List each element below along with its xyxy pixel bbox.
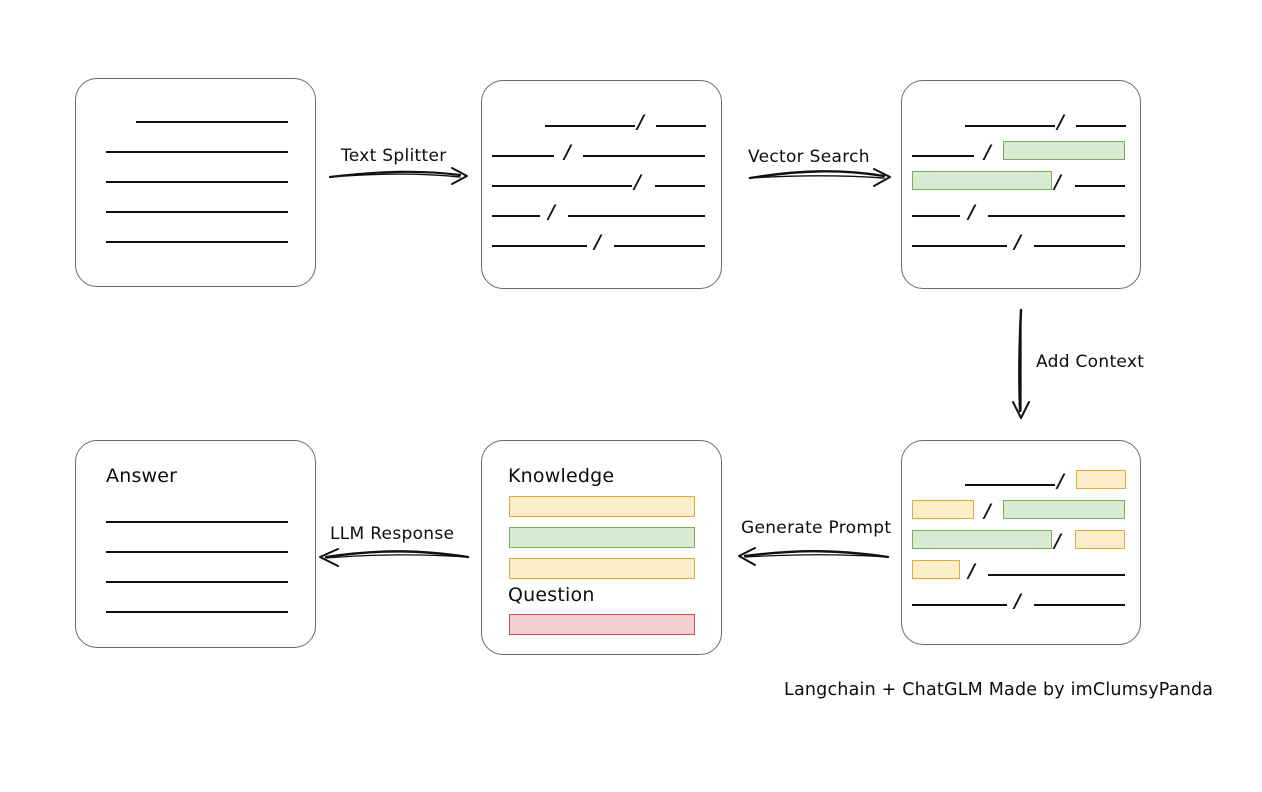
knowledge-bar-yellow [509,558,695,579]
text-line [1034,604,1125,606]
prompt-box-node[interactable]: Knowledge Question [481,440,722,655]
text-line [1034,245,1125,247]
separator-slash: / [634,171,641,193]
text-line [106,551,288,553]
arrow-vector-search [748,168,891,187]
edge-label-vector-search: Vector Search [748,147,870,167]
arrow-generate-prompt [738,547,890,566]
highlight-chip-yellow [912,500,974,519]
highlight-chip-yellow [912,560,960,579]
highlight-chip-green [912,171,1052,190]
text-line [106,241,288,243]
text-line [583,155,705,157]
question-label: Question [508,584,595,606]
text-line [655,185,705,187]
text-line [656,125,706,127]
text-line [492,155,554,157]
separator-slash: / [1057,111,1064,133]
separator-slash: / [548,201,555,223]
text-line [106,611,288,613]
text-line [545,125,635,127]
edge-label-llm-response: LLM Response [330,524,455,544]
split-document-node[interactable]: / / / / / [481,80,722,289]
knowledge-bar-yellow [509,496,695,517]
text-line [912,215,960,217]
separator-slash: / [1014,590,1021,612]
text-line [106,581,288,583]
text-line [912,245,1007,247]
separator-slash: / [968,560,975,582]
text-line [1076,125,1126,127]
text-line [568,215,705,217]
highlight-chip-yellow [1076,470,1126,489]
footer-credit: Langchain + ChatGLM Made by imClumsyPand… [784,680,1214,700]
highlight-chip-green [1003,141,1125,160]
answer-title: Answer [106,465,178,487]
arrow-text-splitter [328,167,468,185]
text-line [912,155,974,157]
separator-slash: / [984,500,991,522]
text-line [492,215,540,217]
text-line [136,121,288,123]
highlight-chip-green [1003,500,1125,519]
arrow-add-context [1012,308,1030,419]
text-line [988,215,1125,217]
text-line [988,574,1125,576]
separator-slash: / [1054,530,1061,552]
question-bar-red [509,614,695,635]
knowledge-bar-green [509,527,695,548]
separator-slash: / [1054,171,1061,193]
text-line [492,245,587,247]
separator-slash: / [968,201,975,223]
knowledge-label: Knowledge [508,465,615,487]
separator-slash: / [1014,231,1021,253]
text-line [106,151,288,153]
separator-slash: / [594,231,601,253]
highlight-chip-green [912,530,1052,549]
text-line [492,185,632,187]
edge-label-generate-prompt: Generate Prompt [741,518,892,538]
edge-label-add-context: Add Context [1036,352,1145,372]
text-line [614,245,705,247]
text-line [965,125,1055,127]
highlight-chip-yellow [1075,530,1125,549]
separator-slash: / [1057,470,1064,492]
arrow-llm-response [319,548,470,567]
context-document-node[interactable]: / / / / / [901,440,1141,645]
text-line [912,604,1007,606]
separator-slash: / [984,141,991,163]
separator-slash: / [637,111,644,133]
text-line [965,484,1055,486]
edge-label-text-splitter: Text Splitter [341,146,447,166]
text-line [106,181,288,183]
text-line [1075,185,1125,187]
text-line [106,211,288,213]
answer-box-node[interactable]: Answer [75,440,316,648]
matched-document-node[interactable]: / / / / / [901,80,1141,289]
separator-slash: / [564,141,571,163]
text-line [106,521,288,523]
source-document-node[interactable] [75,78,316,287]
